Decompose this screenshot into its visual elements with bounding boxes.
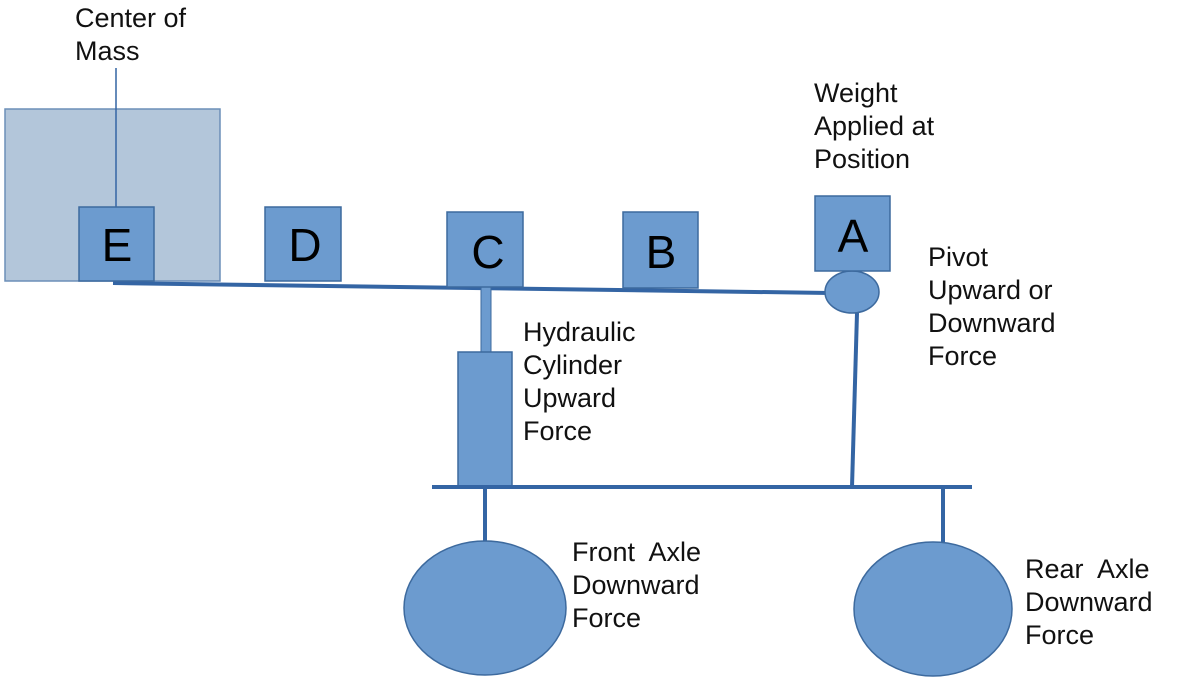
- position-box-e: E: [78, 206, 155, 282]
- position-letter-c: C: [471, 226, 504, 278]
- position-box-a: A: [814, 195, 891, 272]
- hydraulic-cylinder-label: Hydraulic Cylinder Upward Force: [523, 317, 636, 446]
- hydraulic-rod: [480, 286, 492, 354]
- rear-wheel: [853, 541, 1013, 677]
- weight-applied-label: Weight Applied at Position: [814, 78, 935, 174]
- hydraulic-cylinder: [457, 351, 513, 488]
- pivot-rod: [850, 312, 859, 488]
- position-box-b: B: [622, 211, 699, 289]
- position-box-c: C: [446, 211, 524, 288]
- position-box-d: D: [264, 206, 342, 282]
- center-of-mass-label: Center of Mass: [75, 3, 187, 66]
- position-letter-a: A: [838, 210, 869, 262]
- position-letter-b: B: [646, 226, 677, 278]
- position-letter-d: D: [288, 219, 321, 271]
- front-axle-label: Front Axle Downward Force: [572, 537, 702, 633]
- rear-axle-label: Rear Axle Downward Force: [1025, 554, 1153, 650]
- pivot-joint: [824, 270, 880, 314]
- position-letter-e: E: [102, 219, 133, 271]
- lever-beam: [112, 281, 831, 295]
- pivot-force-label: Pivot Upward or Downward Force: [928, 242, 1056, 371]
- front-wheel: [403, 540, 567, 676]
